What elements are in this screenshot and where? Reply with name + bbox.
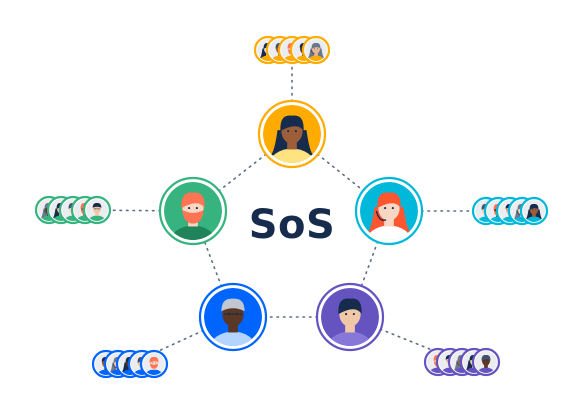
team-groups — [34, 35, 549, 379]
team-teal-lead-avatar — [354, 176, 424, 246]
member-avatar — [519, 196, 549, 226]
team-leads — [158, 99, 424, 352]
member-avatar — [471, 347, 501, 377]
team-green-members — [34, 195, 112, 225]
team-purple-lead-avatar — [315, 282, 385, 352]
team-blue-members — [91, 349, 169, 379]
team-purple-members — [423, 347, 501, 377]
team-yellow-lead-avatar — [257, 99, 327, 169]
team-blue-lead-avatar — [198, 282, 268, 352]
member-avatar — [301, 35, 331, 65]
sos-title: SoS — [248, 202, 336, 248]
team-teal-members — [471, 196, 549, 226]
member-avatar — [139, 349, 169, 379]
team-green-lead-avatar — [158, 176, 228, 246]
member-avatar — [82, 195, 112, 225]
team-yellow-members — [253, 35, 331, 65]
